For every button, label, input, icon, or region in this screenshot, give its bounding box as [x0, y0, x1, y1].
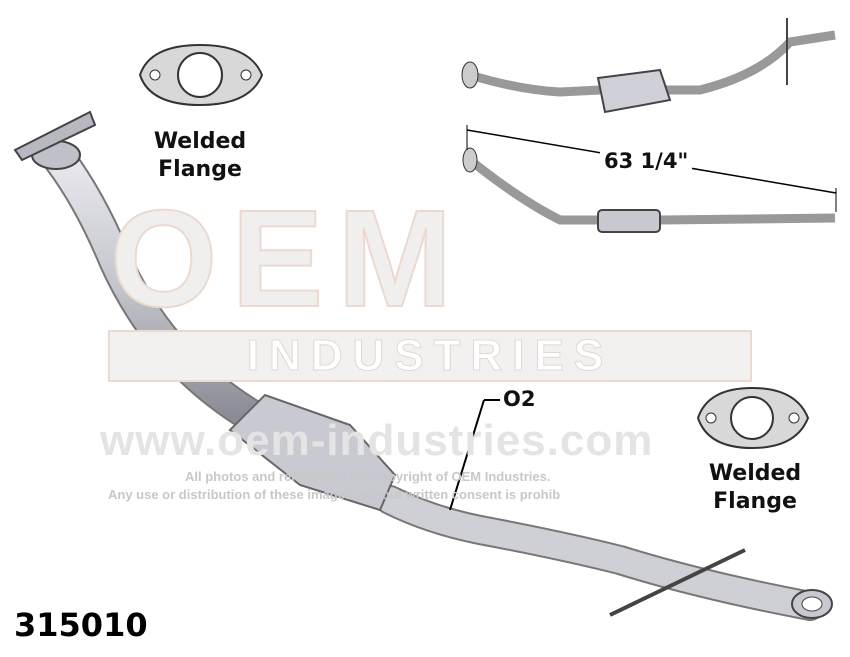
- main-pipe-assembly: [13, 110, 833, 621]
- top-view-assembly: [461, 18, 836, 114]
- length-dimension-label: 63 1/4": [600, 147, 693, 175]
- gasket-top-icon: [138, 43, 264, 107]
- watermark-logo: OEM: [109, 182, 467, 336]
- welded-flange-bottom-line2: Flange: [713, 489, 797, 514]
- watermark-url: www.oem-industries.com: [100, 416, 654, 465]
- welded-flange-top-line1: Welded: [153, 129, 247, 154]
- welded-flange-bottom-line1: Welded: [708, 461, 802, 486]
- gasket-bottom-icon: [696, 386, 810, 450]
- welded-flange-top-line2: Flange: [158, 157, 242, 182]
- part-number: 315010: [14, 606, 148, 644]
- welded-flange-top-label: Welded Flange: [140, 128, 260, 184]
- watermark-copyright-1: All photos and renderings are copyright …: [185, 469, 551, 484]
- watermark-copyright-2: Any use or distribution of these images …: [108, 487, 561, 502]
- welded-flange-bottom-label: Welded Flange: [695, 460, 815, 516]
- watermark-brand: INDUSTRIES: [108, 330, 752, 382]
- side-view-assembly: [462, 125, 837, 233]
- o2-sensor-label: O2: [503, 387, 536, 411]
